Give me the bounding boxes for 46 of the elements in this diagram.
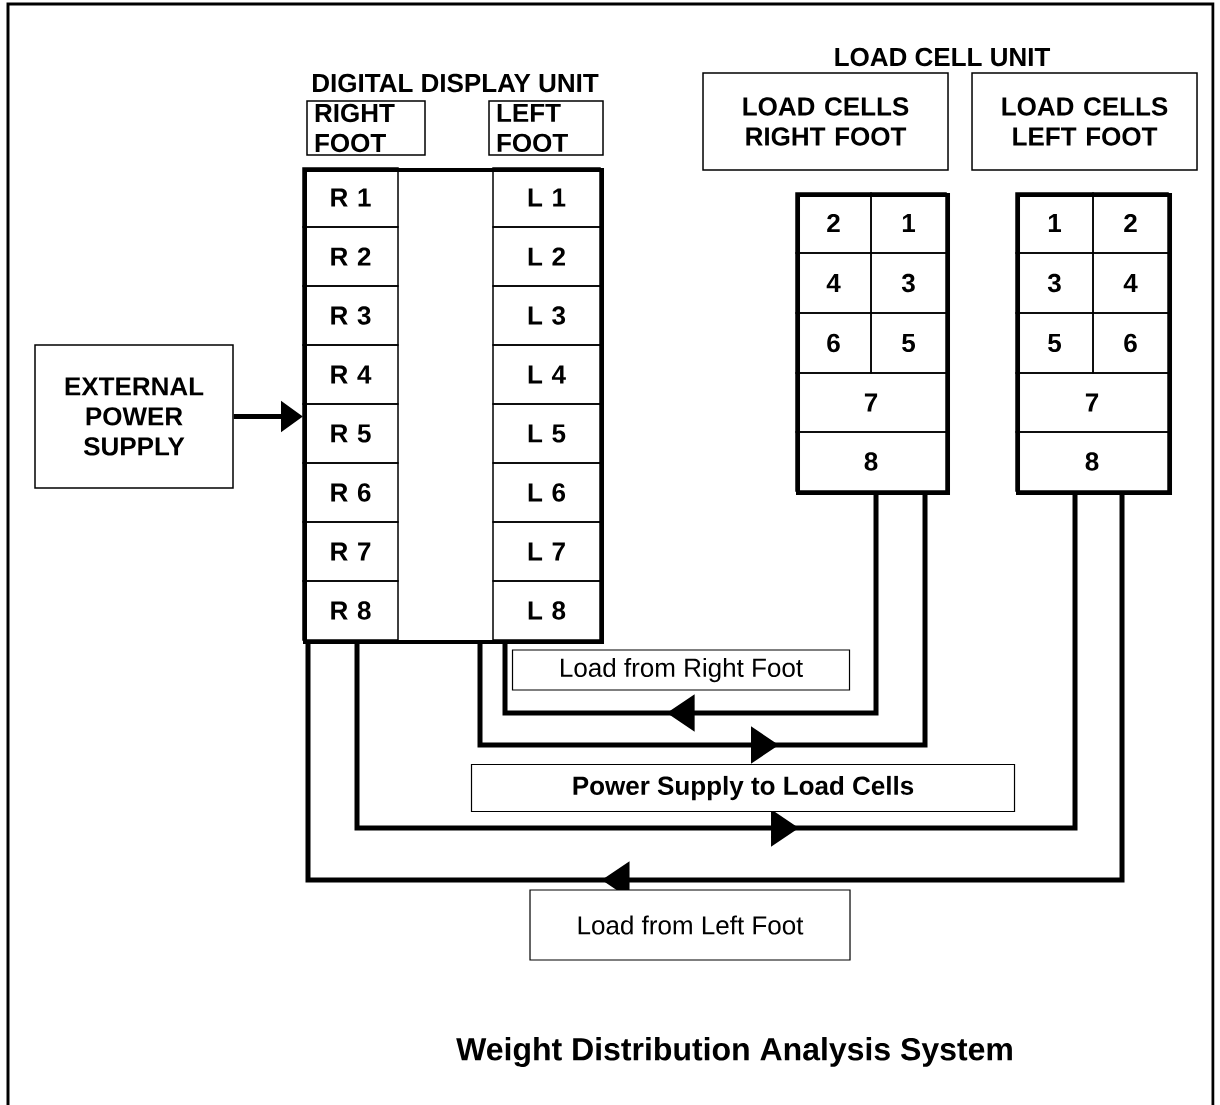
edge-label: Power Supply to Load Cells bbox=[470, 763, 1016, 813]
load-cell-grid bbox=[1016, 193, 1172, 495]
diagram-title: Weight Distribution Analysis System bbox=[456, 1037, 1012, 1067]
cell: 4 bbox=[795, 252, 872, 314]
cell: 7 bbox=[795, 372, 947, 433]
cell: R 5 bbox=[302, 403, 399, 464]
header-box: LEFT FOOT bbox=[488, 100, 604, 156]
cell: 2 bbox=[795, 192, 872, 254]
header-box: RIGHT FOOT bbox=[306, 100, 426, 156]
cell: R 3 bbox=[302, 285, 399, 346]
cell: 3 bbox=[870, 252, 947, 314]
header-box: LOAD CELLS RIGHT FOOT bbox=[702, 72, 949, 171]
cell: L 6 bbox=[492, 462, 601, 523]
cell: L 5 bbox=[492, 403, 601, 464]
cell: 8 bbox=[1015, 431, 1169, 492]
cell: R 4 bbox=[302, 344, 399, 405]
cell: 6 bbox=[795, 312, 872, 374]
cell: 1 bbox=[870, 192, 947, 254]
header-box: LOAD CELLS LEFT FOOT bbox=[971, 72, 1198, 171]
cell: 6 bbox=[1092, 312, 1169, 374]
cell: 8 bbox=[795, 431, 947, 492]
arrow bbox=[502, 495, 879, 732]
cell: R 1 bbox=[302, 167, 399, 228]
supply-box: EXTERNAL POWER SUPPLY bbox=[34, 344, 234, 489]
cell: 7 bbox=[1015, 372, 1169, 433]
cell: L 2 bbox=[492, 226, 601, 287]
cell: 1 bbox=[1015, 192, 1094, 254]
cell: L 1 bbox=[492, 167, 601, 228]
cell: 5 bbox=[870, 312, 947, 374]
cell: 3 bbox=[1015, 252, 1094, 314]
cell: R 7 bbox=[302, 521, 399, 582]
cell: L 8 bbox=[492, 580, 601, 641]
cell: 5 bbox=[1015, 312, 1094, 374]
cell: 2 bbox=[1092, 192, 1169, 254]
cell: L 4 bbox=[492, 344, 601, 405]
cell: R 6 bbox=[302, 462, 399, 523]
unit-heading: LOAD CELL UNIT bbox=[835, 47, 1051, 67]
edge-label: Load from Right Foot bbox=[511, 649, 851, 691]
cell: R 8 bbox=[302, 580, 399, 641]
cell: R 2 bbox=[302, 226, 399, 287]
cell: L 7 bbox=[492, 521, 601, 582]
cell: L 3 bbox=[492, 285, 601, 346]
cell: 4 bbox=[1092, 252, 1169, 314]
node-label: DIGITAL DISPLAY UNIT bbox=[313, 73, 599, 93]
load-cell-grid bbox=[796, 193, 950, 495]
edge-label: Load from Left Foot bbox=[529, 889, 851, 961]
